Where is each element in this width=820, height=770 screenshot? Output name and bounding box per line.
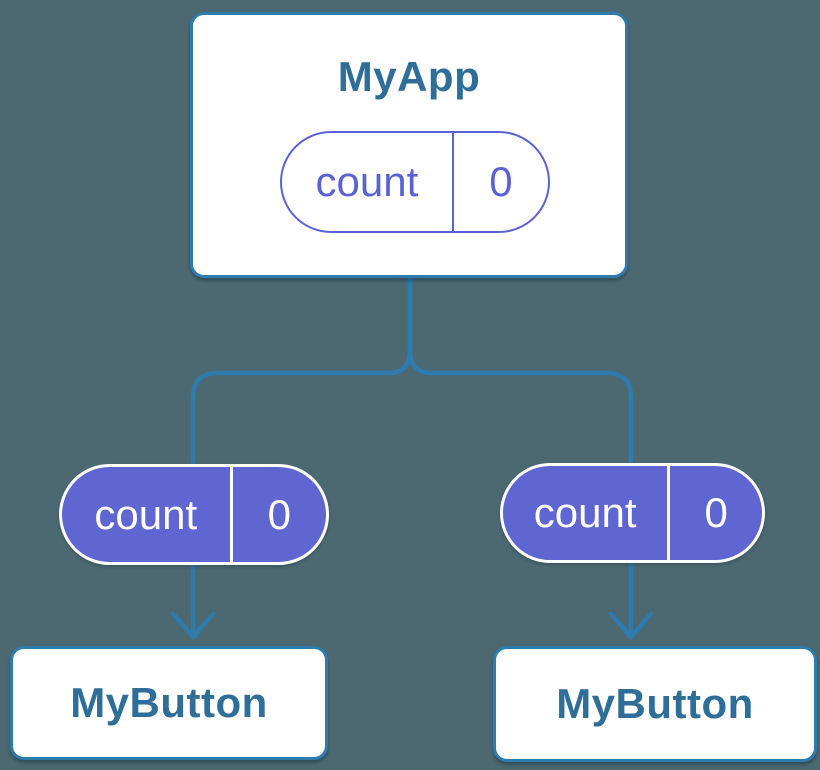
prop-pill-right-value: 0 xyxy=(704,489,728,536)
node-mybutton-right-title: MyButton xyxy=(556,679,754,727)
node-mybutton-left: MyButton xyxy=(10,646,328,760)
prop-pill-right-key: count xyxy=(503,466,671,560)
edge-root-to-right-child xyxy=(407,348,634,640)
prop-pill-left-value: 0 xyxy=(267,490,291,538)
prop-pill-left-key: count xyxy=(62,467,233,562)
node-myapp-title: MyApp xyxy=(337,53,481,100)
state-pill-myapp-value: 0 xyxy=(489,158,513,205)
node-mybutton-left-title: MyButton xyxy=(70,678,268,726)
edge-root-to-left-child xyxy=(190,273,413,640)
prop-pill-left: count 0 xyxy=(59,464,329,565)
state-pill-myapp: count 0 xyxy=(280,131,550,233)
state-pill-myapp-key: count xyxy=(282,133,454,231)
node-myapp: MyApp count 0 xyxy=(190,12,628,278)
prop-pill-right: count 0 xyxy=(500,463,765,563)
arrowhead-down-left-icon xyxy=(170,611,216,640)
node-mybutton-right: MyButton xyxy=(493,646,817,762)
arrowhead-down-right-icon xyxy=(608,611,654,640)
